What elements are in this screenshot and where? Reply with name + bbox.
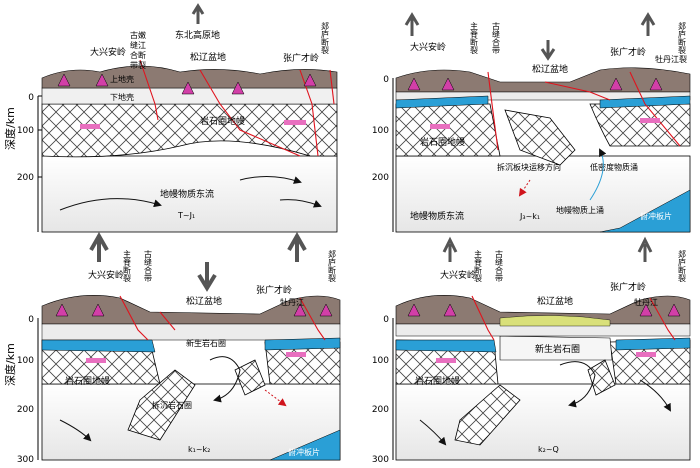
label-zhangguang-p2: 张广才岭 <box>610 46 646 58</box>
tick-0-p3: 0 <box>28 315 34 325</box>
label-yilu-p1: 郯庐断裂 <box>321 21 330 55</box>
label-dropping-p3: 拆沉岩石圈 <box>152 400 192 410</box>
label-low-density-p2: 低密度物质涌 <box>590 162 638 172</box>
label-lower-crust-p1: 下地壳 <box>110 92 134 102</box>
tick-100-p2: 100 <box>372 126 389 136</box>
label-yilu-p4: 郯庐断裂 <box>678 249 687 283</box>
label-guneng-p1: 古嫩 <box>130 30 146 40</box>
y-axis-label-top: 深度/km <box>3 107 17 150</box>
label-dropping-p2: 拆沉板块运移方向 <box>497 162 561 172</box>
label-newlitho-p4: 新生岩石圈 <box>535 343 580 355</box>
label-daxinganling-p1: 大兴安岭 <box>90 46 126 58</box>
label-zhangguang-p3: 张广才岭 <box>256 284 292 296</box>
label-slab-p2: 俯冲板片 <box>640 211 672 221</box>
label-mudanjiang-p2: 牡丹江裂 <box>655 54 687 64</box>
tick-100-p1: 100 <box>17 126 34 136</box>
label-stage-p2: J₃~k₁ <box>519 212 540 221</box>
panel-1: 0 100 200 大兴安岭 古嫩 <box>17 6 337 232</box>
label-songliao-p4: 松辽盆地 <box>537 295 573 307</box>
label-mantle-flow-p1: 地幔物质东流 <box>160 188 214 200</box>
label-litho-mantle-p4: 岩石圈地幔 <box>415 375 460 387</box>
lithospheric-mantle-p1 <box>42 104 337 157</box>
label-stage-p4: k₂~Q <box>538 445 559 454</box>
label-yilu-p2: 郯庐断裂 <box>678 21 687 55</box>
label-gufeng-p4: 古缝合带 <box>495 249 504 283</box>
tick-0-p2: 0 <box>383 75 389 85</box>
label-zhurong-p3: 主脊断裂 <box>123 249 132 283</box>
label-plateau-p1: 东北高原地 <box>175 29 220 41</box>
tick-200-p2: 200 <box>372 173 389 183</box>
label-litho-mantle-p2: 岩石圈地幔 <box>420 136 465 148</box>
label-newlitho-p3: 新生岩石圈 <box>186 338 226 348</box>
panel-4: 0 100 200 300 大兴安岭 主脊断裂 古缝合带 <box>372 240 690 465</box>
label-litho-mantle-p3: 岩石圈地幔 <box>65 375 110 387</box>
label-mudanjiang-p3: 牡丹江 <box>280 297 304 307</box>
label-upwelling-p2: 地幔物质上涌 <box>556 205 604 215</box>
label-fengjiang-p1: 缝江 <box>130 40 146 50</box>
label-litho-mantle-p1: 岩石圈地幔 <box>200 115 245 127</box>
label-zhangguang-p1: 张广才岭 <box>283 52 319 64</box>
label-yilu-p3: 郯庐断裂 <box>328 249 337 283</box>
lithospheric-mantle-p2 <box>396 104 500 156</box>
y-axis-label-bottom: 深度/km <box>3 343 17 386</box>
label-zhurong-p4: 主脊断裂 <box>474 249 483 283</box>
label-mantle-flow-p2: 地幔物质东流 <box>410 210 464 222</box>
label-daxinganling-p3: 大兴安岭 <box>88 269 124 281</box>
tick-300-p3: 300 <box>17 455 34 465</box>
label-gufeng-p2: 古缝合带 <box>492 21 501 55</box>
label-zhurong-p2: 主脊断裂 <box>470 21 479 55</box>
label-stage-p1: T~J₁ <box>177 211 195 220</box>
label-slab-p3: 俯冲板片 <box>288 447 320 457</box>
tick-300-p4: 300 <box>372 455 389 465</box>
tick-0-p4: 0 <box>383 315 389 325</box>
label-songliao-p1: 松辽盆地 <box>190 51 226 63</box>
label-zhangguang-p4: 张广才岭 <box>610 281 646 293</box>
tick-0-p1: 0 <box>28 93 34 103</box>
tick-200-p4: 200 <box>372 405 389 415</box>
label-stage-p3: k₁~k₂ <box>188 445 210 454</box>
label-songliao-p2: 松辽盆地 <box>532 63 568 75</box>
label-songliao-p3: 松辽盆地 <box>186 295 222 307</box>
label-daiceng-p1: 带裂 <box>130 60 146 70</box>
tick-100-p3: 100 <box>17 356 34 366</box>
label-daxinganling-p2: 大兴安岭 <box>410 41 446 53</box>
label-upper-crust-p1: 上地壳 <box>110 74 134 84</box>
label-mudanjiang-p4: 牡丹江 <box>634 297 658 307</box>
label-daxinganling-p4: 大兴安岭 <box>440 269 476 281</box>
label-gufeng-p3: 古缝合带 <box>144 249 153 283</box>
label-hedai-p1: 合断 <box>130 50 146 60</box>
tick-200-p3: 200 <box>17 405 34 415</box>
tick-100-p4: 100 <box>372 356 389 366</box>
tick-200-p1: 200 <box>17 173 34 183</box>
panel-3: 0 100 200 300 大兴安岭 主 <box>17 236 340 465</box>
panel-2: 0 100 200 大兴安岭 主脊断裂 古缝合带 <box>372 15 690 232</box>
